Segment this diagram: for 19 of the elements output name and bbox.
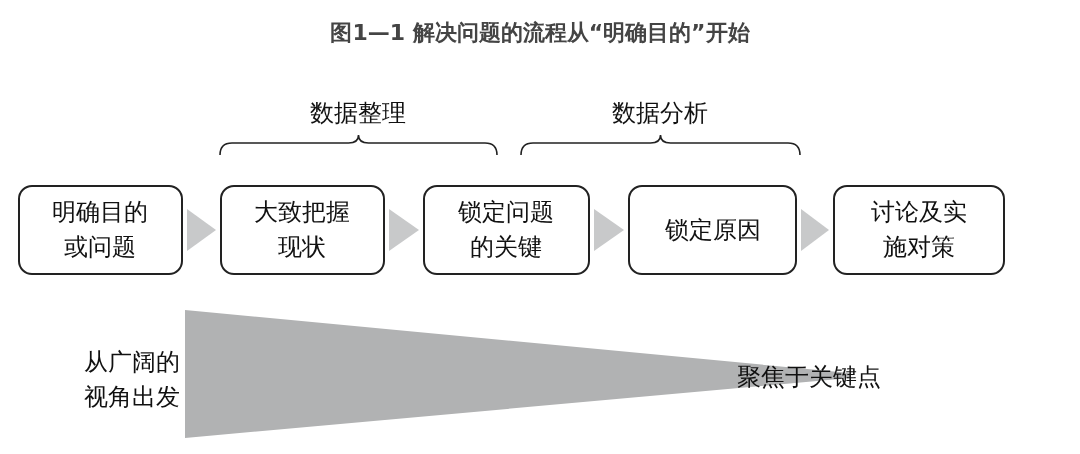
bracket-label: 数据整理 — [310, 98, 406, 129]
process-box — [220, 185, 385, 275]
title: 图1—1 解决问题的流程从“明确目的”开始 — [329, 19, 751, 47]
bracket-label: 数据分析 — [612, 98, 708, 129]
note-text: 聚焦于关键点 — [737, 362, 881, 393]
process-box — [18, 185, 183, 275]
box-text: 大致把握现状 — [253, 197, 352, 263]
arrow — [801, 209, 829, 251]
note-text: 从广阔的视角出发 — [84, 347, 181, 413]
box-text: 锁定原因 — [664, 214, 761, 246]
arrow — [594, 209, 624, 251]
process-box — [628, 185, 797, 275]
box-text: 讨论及实施对策 — [870, 197, 968, 263]
process-box — [423, 185, 590, 275]
arrow — [389, 209, 419, 251]
arrow — [187, 209, 216, 251]
process-box — [833, 185, 1005, 275]
box-text: 明确目的或问题 — [51, 197, 150, 263]
box-text: 锁定问题的关键 — [457, 197, 556, 263]
